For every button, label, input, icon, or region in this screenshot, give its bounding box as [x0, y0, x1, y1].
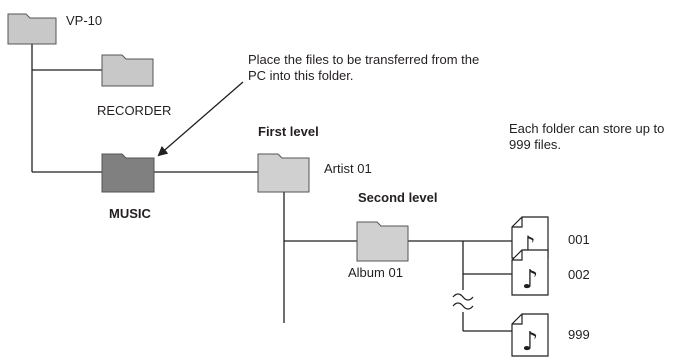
root-folder-label: VP-10	[66, 13, 103, 28]
second-level-heading: Second level	[358, 190, 438, 205]
album-folder-label: Album 01	[348, 265, 403, 280]
recorder-folder-label: RECORDER	[97, 103, 172, 118]
artist-folder-icon	[257, 153, 310, 193]
file-002: ♪	[511, 249, 549, 296]
tree-connectors	[31, 44, 512, 332]
artist-folder-label: Artist 01	[324, 161, 372, 176]
music-note-icon: ♪	[522, 327, 539, 357]
music-folder-icon	[101, 153, 155, 193]
file-label-999: 999	[568, 327, 590, 342]
file-999: ♪	[511, 313, 549, 357]
file-label-001: 001	[568, 232, 590, 247]
first-level-heading: First level	[258, 124, 319, 139]
transfer-arrow	[157, 81, 244, 157]
file-label-002: 002	[568, 267, 590, 282]
capacity-note: Each folder can store up to 999 files.	[509, 121, 665, 152]
music-folder-label: MUSIC	[109, 206, 151, 221]
recorder-folder-icon	[101, 54, 154, 87]
transfer-note: Place the files to be transferred from t…	[248, 52, 480, 83]
music-note-icon: ♪	[522, 265, 539, 295]
album-folder-icon	[356, 221, 409, 262]
root-folder-icon	[7, 13, 57, 45]
